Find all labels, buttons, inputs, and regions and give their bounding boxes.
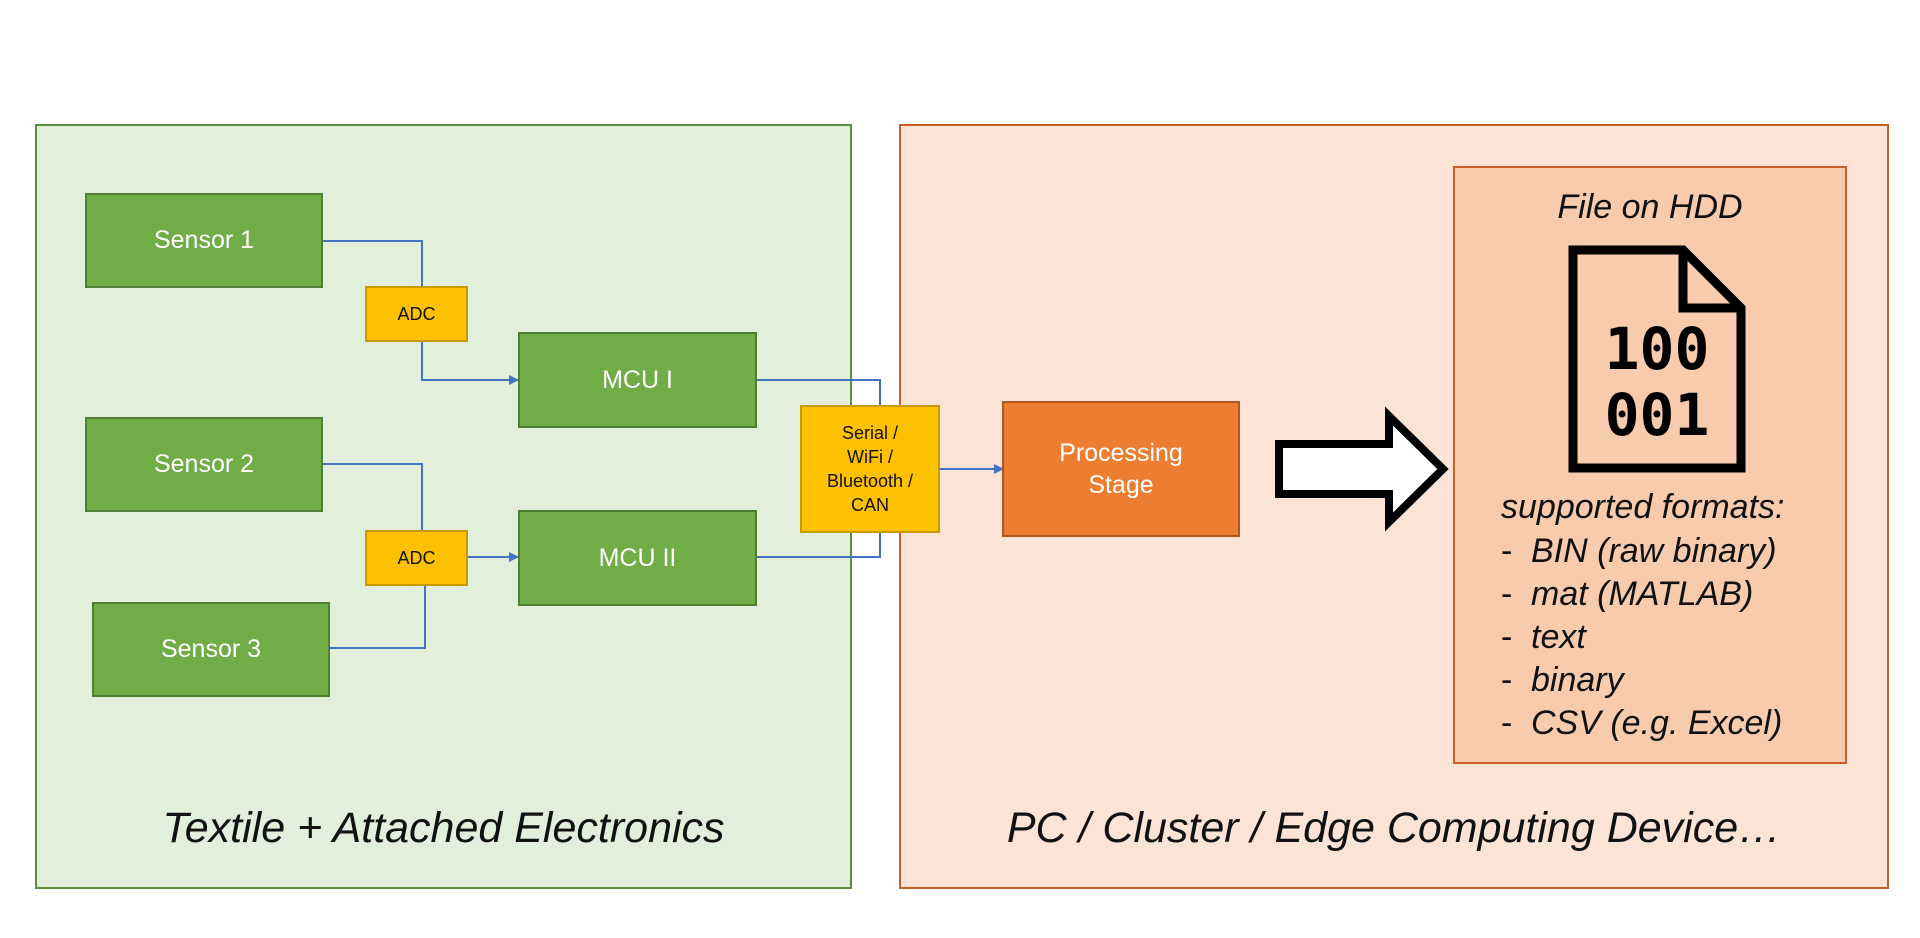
formats-heading: supported formats:	[1501, 488, 1785, 526]
mcu2-to-comm-line	[756, 532, 881, 558]
format-item: BIN (raw binary)	[1501, 530, 1782, 573]
format-item: binary	[1501, 659, 1782, 702]
sensor-1-box: Sensor 1	[85, 193, 323, 288]
sensor-2-box: Sensor 2	[85, 417, 323, 512]
binary-file-icon: 100 001	[1568, 245, 1746, 473]
mcu1-to-comm-line	[756, 379, 881, 405]
textile-electronics-caption: Textile + Attached Electronics	[162, 804, 725, 852]
processing-stage-box: Processing Stage	[1002, 401, 1240, 537]
file-on-hdd-box: File on HDD 100 001 supported formats: B…	[1453, 166, 1847, 764]
communication-interface-box: Serial / WiFi / Bluetooth / CAN	[800, 405, 940, 533]
sensor-3-box: Sensor 3	[92, 602, 330, 697]
adc-2-box: ADC	[365, 530, 468, 586]
mcu-2-box: MCU II	[518, 510, 757, 606]
file-icon-bits-line-2: 001	[1605, 381, 1710, 449]
format-item: text	[1501, 616, 1782, 659]
file-title: File on HDD	[1557, 188, 1743, 226]
computing-device-caption: PC / Cluster / Edge Computing Device…	[1006, 804, 1782, 852]
output-arrow-icon	[1275, 406, 1449, 532]
sensor3-to-adc2-line	[329, 584, 426, 649]
sensor2-to-adc2-line	[322, 463, 423, 530]
adc1-to-mcu1-arrow	[421, 340, 519, 385]
formats-list: BIN (raw binary) mat (MATLAB) text binar…	[1501, 530, 1782, 745]
format-item: CSV (e.g. Excel)	[1501, 702, 1782, 745]
sensor1-to-adc1-line	[322, 240, 423, 290]
file-icon-bits-line-1: 100	[1605, 315, 1710, 383]
format-item: mat (MATLAB)	[1501, 573, 1782, 616]
adc-1-box: ADC	[365, 286, 468, 342]
mcu-1-box: MCU I	[518, 332, 757, 428]
